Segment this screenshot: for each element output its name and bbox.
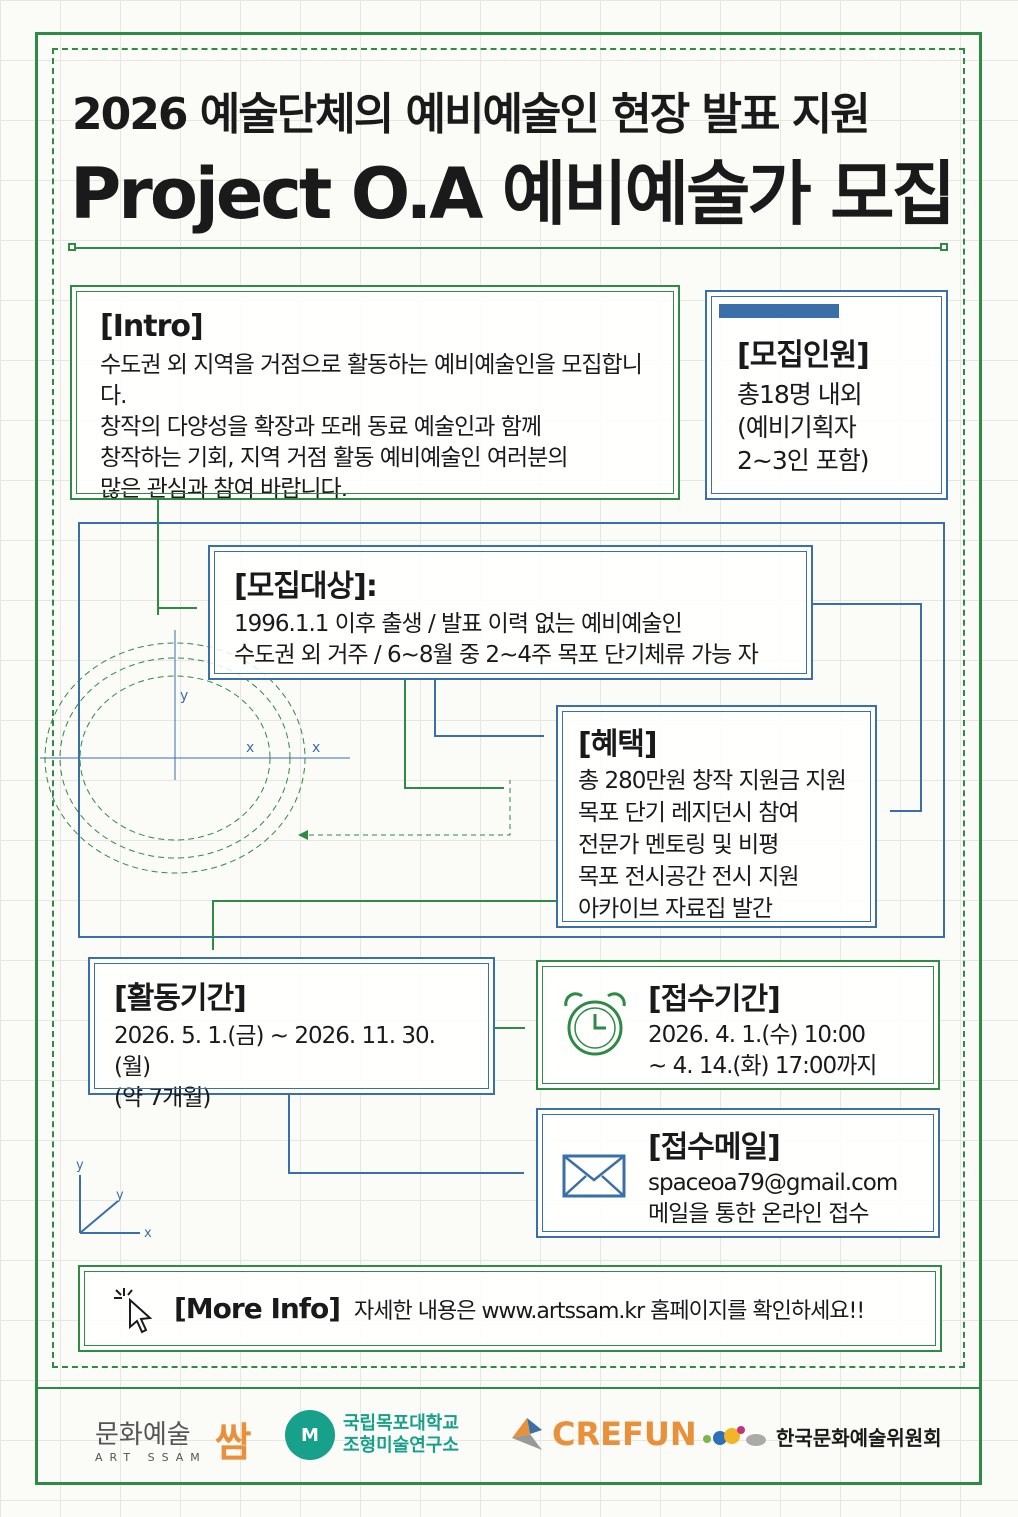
x-label: x [144, 1226, 152, 1241]
intro-box: [Intro] 수도권 외 지역을 거점으로 활동하는 예비예술인을 모집합니다… [70, 285, 680, 502]
benefits-heading: [혜택] [578, 727, 658, 762]
connector [813, 603, 921, 605]
logo-sub: 조형미술연구소 [343, 1435, 459, 1456]
logo-text: 한국문화예술위원회 [776, 1426, 942, 1450]
more-info-box: [More Info] 자세한 내용은 www.artssam.kr 홈페이지를… [78, 1265, 942, 1352]
title-line1: 2026 예술단체의 예비예술인 현장 발표 지원 [72, 89, 871, 140]
activity-period-heading: [활동기간] [114, 981, 247, 1016]
connector [920, 603, 922, 811]
crefun-mark-icon [512, 1418, 542, 1450]
connector [434, 735, 544, 737]
activity-period-box: [활동기간] 2026. 5. 1.(금) ~ 2026. 11. 30.(월)… [88, 957, 495, 1111]
target-line: 1996.1.1 이후 출생 / 발표 이력 없는 예비예술인 [234, 611, 683, 637]
recruit-count-box: [모집인원] 총18명 내외 (예비기획자 2~3인 포함) [705, 290, 948, 500]
connector [212, 900, 214, 950]
x-label: x [246, 740, 254, 756]
application-period-box: [접수기간] 2026. 4. 1.(수) 10:00 ~ 4. 14.(화) … [536, 960, 940, 1090]
logo-text: 문화예술 [95, 1420, 191, 1450]
more-info-text[interactable]: 자세한 내용은 www.artssam.kr 홈페이지를 확인하세요!! [354, 1298, 865, 1324]
logo-text: CREFUN [552, 1415, 697, 1453]
benefit-item: 아카이브 자료집 발간 [578, 896, 773, 922]
application-mail-box: [접수메일] spaceoa79@gmail.com 메일을 통한 온라인 접수 [536, 1108, 940, 1238]
divider-dot [68, 243, 76, 251]
benefit-item: 총 280만원 창작 지원금 지원 [578, 768, 847, 794]
more-info-label: [More Info] [174, 1292, 341, 1325]
connector [157, 500, 159, 608]
target-line: 수도권 외 거주 / 6~8월 중 2~4주 목포 단기체류 가능 자 [234, 642, 759, 668]
y-label: y [116, 1188, 124, 1203]
benefit-item: 목포 단기 레지던시 참여 [578, 800, 800, 826]
logo-artssam: 문화예술 ART SSAM 쌈 [95, 1410, 252, 1468]
intro-heading: [Intro] [100, 309, 204, 344]
connector [288, 1172, 524, 1174]
activity-period-line: (약 7개월) [114, 1085, 211, 1111]
intro-line: 창작하는 기회, 지역 거점 활동 예비예술인 여러분의 [100, 445, 569, 471]
recruit-count-line: 2~3인 포함) [737, 446, 869, 475]
application-mail-heading: [접수메일] [648, 1130, 781, 1165]
connector [495, 1027, 525, 1029]
cursor-click-icon [114, 1287, 153, 1333]
application-period-line: 2026. 4. 1.(수) 10:00 [648, 1022, 866, 1048]
footer-divider [35, 1387, 982, 1389]
intro-line: 창작의 다양성을 확장과 또래 동료 예술인과 함께 [100, 414, 542, 440]
recruit-count-line: (예비기획자 [737, 413, 857, 442]
benefits-box: [혜택] 총 280만원 창작 지원금 지원 목포 단기 레지던시 참여 전문가… [556, 705, 877, 928]
intro-line: 수도권 외 지역을 거점으로 활동하는 예비예술인을 모집합니다. [100, 352, 643, 409]
decor-bar [719, 304, 839, 318]
envelope-icon [562, 1154, 626, 1198]
recruit-count-line: 총18명 내외 [737, 380, 863, 409]
y-label: y [180, 688, 188, 704]
connector [157, 607, 197, 609]
connector [288, 1095, 290, 1173]
application-period-heading: [접수기간] [648, 982, 781, 1017]
alarm-clock-icon [564, 992, 626, 1056]
divider [72, 247, 944, 249]
arko-dots-icon [703, 1425, 766, 1446]
recruit-count-heading: [모집인원] [737, 338, 870, 373]
connector [404, 680, 406, 788]
divider-dot [940, 243, 948, 251]
x-label: x [312, 740, 320, 756]
target-heading: [모집대상]: [234, 569, 378, 604]
application-email[interactable]: spaceoa79@gmail.com [648, 1170, 898, 1196]
connector [212, 900, 556, 902]
application-period-line: ~ 4. 14.(화) 17:00까지 [648, 1053, 877, 1079]
y-label: y [76, 1158, 84, 1173]
benefit-item: 목포 전시공간 전시 지원 [578, 864, 800, 890]
intro-text: 수도권 외 지역을 거점으로 활동하는 예비예술인을 모집합니다. 창작의 다양… [100, 350, 650, 505]
dashed-frame [52, 48, 965, 1368]
logo-text: 국립목포대학교 [343, 1413, 459, 1434]
poster-frame [35, 32, 982, 1485]
connector [434, 680, 436, 736]
application-mail-note: 메일을 통한 온라인 접수 [648, 1201, 870, 1227]
university-seal-icon: M [285, 1410, 335, 1460]
benefit-item: 전문가 멘토링 및 비평 [578, 832, 779, 858]
connector [404, 787, 504, 789]
intro-line: 많은 관심과 참여 바랍니다. [100, 476, 348, 502]
logo-crefun: CREFUN [510, 1415, 697, 1453]
logo-sub: ART SSAM [95, 1451, 207, 1464]
target-box: [모집대상]: 1996.1.1 이후 출생 / 발표 이력 없는 예비예술인 … [208, 545, 813, 680]
axis-icon: y y x [76, 1158, 152, 1241]
blue-frame [78, 522, 945, 938]
axis-diagram: y x x [40, 540, 511, 874]
activity-period-line: 2026. 5. 1.(금) ~ 2026. 11. 30.(월) [114, 1023, 436, 1080]
connector [890, 810, 922, 812]
logo-arko: 한국문화예술위원회 [702, 1422, 942, 1451]
title-line2: Project O.A 예비예술가 모집 [70, 153, 956, 235]
logo-mark: 쌈 [214, 1420, 252, 1466]
